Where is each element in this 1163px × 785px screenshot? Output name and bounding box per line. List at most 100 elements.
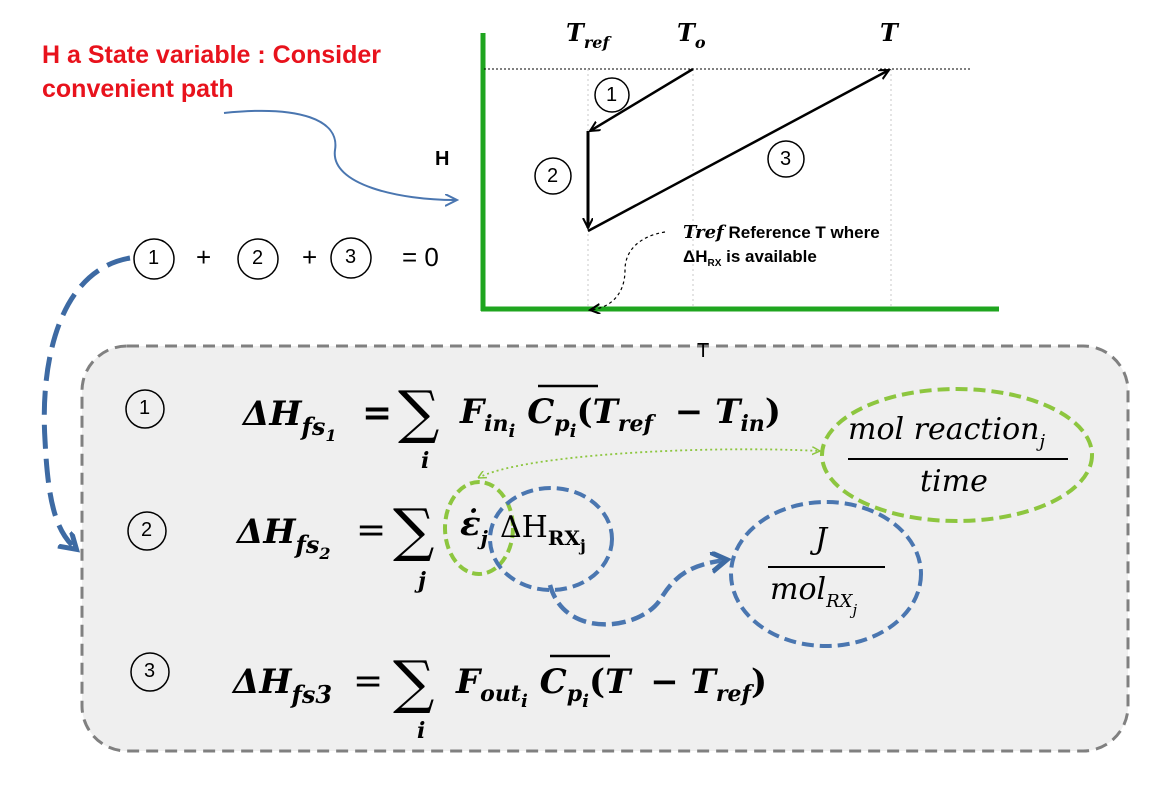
sum-term-2: 2 — [252, 247, 264, 269]
eq-3-minus: − — [650, 662, 679, 702]
eq-3-ref: ref — [715, 681, 751, 707]
eq-3-p-i: i — [582, 691, 589, 712]
eq-1-lhs: ΔHfs1 — [243, 394, 337, 445]
title-pointer-arrow — [223, 109, 455, 200]
eq-2-rx: RX — [547, 526, 580, 550]
eq-1-p-i: i — [569, 421, 577, 442]
eq-2-equals: = — [356, 510, 387, 551]
eq-1-c: C — [527, 392, 555, 432]
eq-3-rhs: Fouti Cpi(T − Tref) — [456, 662, 768, 712]
eq-2-rx-j: j — [579, 536, 586, 555]
tref-note-line2: is available — [721, 247, 817, 266]
eq-3-lparen: ( — [588, 662, 606, 702]
eq-1-rparen: ) — [764, 392, 781, 432]
sum-to-panel-arrow — [41, 255, 131, 548]
eq-3-number: 3 — [144, 660, 156, 682]
path-label-2-circle — [534, 157, 572, 195]
eq-3-circle — [130, 652, 170, 692]
tref-note: Tref Reference T where ΔHRX is available — [683, 221, 943, 272]
eq-1-t2: T — [715, 392, 741, 432]
eq-3-rparen: ) — [750, 662, 768, 702]
y-axis-label: H — [435, 148, 450, 170]
eq-3-t1: T — [605, 662, 631, 702]
eq-3-dh: ΔH — [233, 662, 292, 702]
mol-reaction-text: mol reaction — [848, 412, 1040, 447]
sum-term-3-circle — [330, 237, 372, 279]
equation-panel — [80, 344, 1130, 753]
sum-term-1-circle — [133, 238, 175, 280]
x-axis-label: T — [697, 340, 710, 362]
path-arrow-1 — [590, 67, 694, 131]
eq-3-sum-index: i — [417, 718, 426, 744]
epsilon-units-link — [478, 449, 820, 478]
eq-2-circle — [127, 511, 167, 551]
eq-1-lparen: ( — [576, 392, 593, 432]
eq-3-out: out — [480, 681, 521, 707]
eq-1-f: F — [460, 392, 485, 432]
eq-3-lhs: ΔHfs3 — [233, 662, 332, 709]
eq-1-in: in — [484, 411, 509, 437]
eq-3-p: p — [566, 681, 583, 707]
eq-1-in-i: i — [508, 421, 516, 442]
eq-2-eps-j: j — [480, 526, 488, 550]
t-o-sub: o — [694, 33, 706, 52]
page-title: H a State variable : Consider convenient… — [42, 41, 382, 103]
time-denominator: time — [920, 464, 988, 499]
eq-1-circle — [125, 389, 165, 429]
eq-2-dh-text: ΔH — [500, 510, 548, 545]
epsilon-ellipse — [443, 480, 515, 576]
path-label-3-circle — [767, 140, 805, 178]
mol-rx-denominator: molRXj — [770, 572, 857, 619]
eq-2-lhs: ΔHfs2 — [237, 512, 331, 563]
eq-1-rhs: Fini Cpi(Tref − Tin) — [460, 392, 781, 442]
eq-2-delta-h: ΔHRXj — [500, 510, 586, 555]
eq-3-fs: fs3 — [291, 680, 333, 709]
path-label-1-circle — [594, 77, 630, 113]
j-numerator: J — [815, 522, 828, 557]
sum-term-1: 1 — [148, 247, 160, 269]
mol-rx-sub: RX — [826, 591, 853, 612]
t-o-label: To — [677, 18, 706, 52]
eq-1-sum-index: i — [421, 448, 430, 474]
eq-1-fs-idx: 1 — [325, 426, 337, 445]
eq-2-dh: ΔH — [237, 512, 296, 552]
t-ref-top-label: Tref — [566, 18, 609, 52]
eq-3-t2: T — [690, 662, 716, 702]
mol-reaction-ellipse — [820, 387, 1094, 523]
eq-1-p: p — [554, 411, 570, 437]
eq-1-sum: ∑ — [398, 378, 440, 446]
mol-reaction-numerator: mol reactionj — [848, 412, 1045, 452]
eq-1-fs: fs — [301, 412, 326, 441]
eq-2-number: 2 — [141, 519, 153, 541]
tref-note-line1: Reference T where — [728, 223, 880, 242]
eq-1-ref: ref — [617, 411, 653, 437]
tref-note-word: Tref — [683, 222, 724, 243]
eq-2-sum-index: j — [418, 568, 426, 594]
sum-term-3: 3 — [345, 246, 357, 268]
tref-note-delta: ΔH — [683, 247, 708, 266]
tref-note-rx: RX — [707, 258, 722, 269]
path-arrow-3 — [587, 68, 889, 233]
eq-2-fs-idx: 2 — [319, 544, 331, 563]
delta-h-units-link — [547, 560, 725, 627]
eq-3-f: F — [456, 662, 481, 702]
mol-reaction-sub: j — [1039, 431, 1046, 452]
tref-note-arrow — [590, 231, 666, 310]
mol-rx-text: mol — [770, 572, 827, 607]
sum-plus-2: + — [302, 242, 318, 272]
eq-2-eps: ε̇ — [460, 504, 481, 544]
eq-2-fs: fs — [295, 530, 320, 559]
sum-equals-zero: = 0 — [402, 242, 439, 272]
j-per-mol-ellipse — [729, 500, 923, 648]
path-label-2: 2 — [547, 165, 559, 187]
t-ref-top-t: T — [566, 18, 584, 47]
delta-h-ellipse — [488, 486, 614, 592]
eq-1-dh: ΔH — [243, 394, 302, 434]
sum-term-2-circle — [237, 238, 279, 280]
eq-3-sum: ∑ — [393, 648, 435, 716]
t-label: T — [880, 18, 898, 47]
eq-1-number: 1 — [139, 397, 151, 419]
mol-rx-sub2: j — [852, 601, 858, 619]
eq-3-out-i: i — [520, 691, 528, 712]
